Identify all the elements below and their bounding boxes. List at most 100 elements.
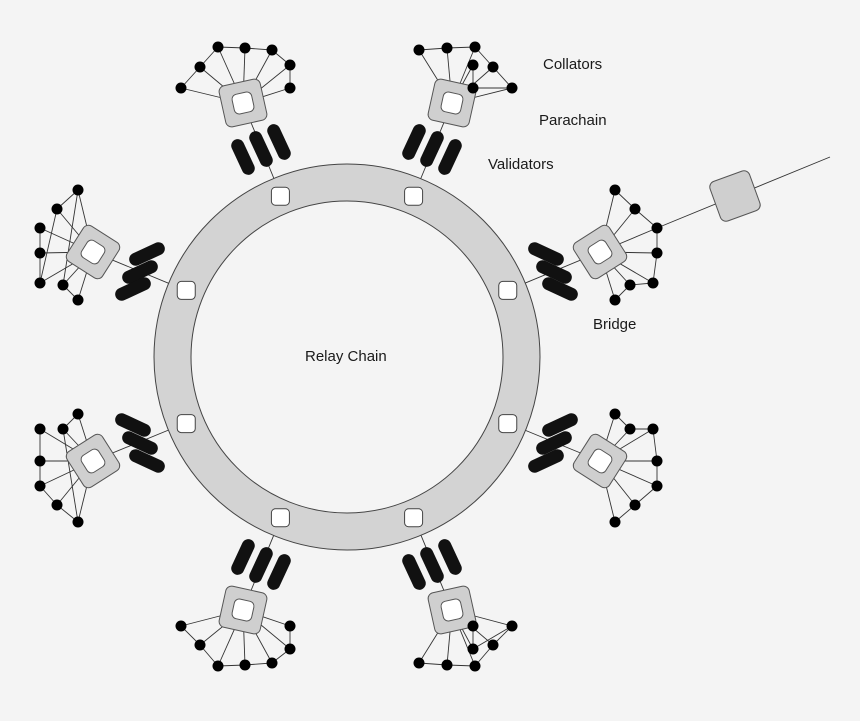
validator-pill <box>115 413 151 437</box>
validator-pill <box>231 539 255 575</box>
collator-node <box>34 455 46 467</box>
validator-node <box>542 277 578 301</box>
parachain-bottom-left <box>175 539 296 672</box>
validator-node <box>267 124 291 160</box>
parachain-block-inner <box>80 448 106 474</box>
validator-node <box>129 449 165 473</box>
collator-node <box>624 423 636 435</box>
collator-node <box>175 82 187 94</box>
validator-node <box>249 131 273 167</box>
parachain-block-inner <box>587 239 613 265</box>
validator-node <box>267 554 291 590</box>
validator-node <box>438 539 462 575</box>
validator-pill <box>249 131 273 167</box>
collator-node <box>467 82 479 94</box>
validator-node <box>231 139 255 175</box>
collator-node <box>266 44 278 56</box>
collator-node <box>284 59 296 71</box>
parachain-left-lower <box>34 408 165 528</box>
parachain-label: Parachain <box>539 112 607 129</box>
collator-node <box>609 408 621 420</box>
collator-node <box>284 620 296 632</box>
parachain-block <box>65 224 121 280</box>
relay-slot <box>498 280 518 300</box>
parachain-block-inner <box>231 91 255 115</box>
collator-node <box>72 516 84 528</box>
collator-node <box>469 41 481 53</box>
relay-slot <box>270 508 290 528</box>
validator-pill <box>420 131 444 167</box>
relay-chain-ring <box>153 163 541 551</box>
collator-node <box>506 620 518 632</box>
collator-node <box>441 42 453 54</box>
parachain-block-inner <box>587 448 613 474</box>
validator-pill <box>129 449 165 473</box>
validator-pill <box>115 277 151 301</box>
validator-pill <box>528 449 564 473</box>
collator-node <box>51 499 63 511</box>
collator-node <box>651 455 663 467</box>
validator-pill <box>267 124 291 160</box>
parachain-block <box>218 585 268 635</box>
collator-node <box>72 408 84 420</box>
validator-node <box>115 413 151 437</box>
validator-pill <box>122 431 158 455</box>
parachain-block <box>572 433 628 489</box>
validator-pill <box>542 413 578 437</box>
relay-slot <box>404 508 424 528</box>
parachain-groups <box>34 41 761 672</box>
collator-node <box>57 423 69 435</box>
collator-node <box>413 657 425 669</box>
collator-node <box>609 516 621 528</box>
validator-pill <box>129 242 165 266</box>
validator-pill <box>536 431 572 455</box>
parachain-right-lower <box>528 408 663 528</box>
validator-node <box>536 431 572 455</box>
collator-node <box>284 82 296 94</box>
relay-slot <box>270 186 290 206</box>
connection-line <box>62 189 79 286</box>
parachain-block-inner <box>80 239 106 265</box>
validator-node <box>536 260 572 284</box>
collator-node <box>647 423 659 435</box>
parachain-block-inner <box>231 598 255 622</box>
relay-slot <box>176 414 196 434</box>
bridged-chain-square <box>709 170 761 222</box>
collator-node <box>624 279 636 291</box>
collator-node <box>51 203 63 215</box>
validator-pill <box>402 554 426 590</box>
validator-pill <box>231 139 255 175</box>
validator-node <box>420 131 444 167</box>
collator-node <box>647 277 659 289</box>
validator-pill <box>528 242 564 266</box>
collator-node <box>34 277 46 289</box>
validator-node <box>402 124 426 160</box>
validator-node <box>438 139 462 175</box>
connection-line <box>39 208 58 284</box>
bridge-label: Bridge <box>593 316 637 333</box>
collator-node <box>239 659 251 671</box>
validator-node <box>115 277 151 301</box>
parachain-bottom-right <box>402 539 518 672</box>
collator-node <box>629 499 641 511</box>
validator-node <box>402 554 426 590</box>
validator-node <box>249 547 273 583</box>
collator-node <box>34 247 46 259</box>
collator-node <box>469 660 481 672</box>
collator-node <box>629 203 641 215</box>
validator-pill <box>267 554 291 590</box>
parachain-block <box>572 224 628 280</box>
collator-node <box>34 222 46 234</box>
collator-node <box>609 294 621 306</box>
collators-label: Collators <box>543 56 603 73</box>
relay-chain-label: Relay Chain <box>305 348 387 365</box>
validator-pill <box>438 539 462 575</box>
parachain-block <box>65 433 121 489</box>
collator-node <box>284 643 296 655</box>
connection-line <box>472 625 513 650</box>
relay-slot <box>176 280 196 300</box>
collator-node <box>467 620 479 632</box>
parachain-block <box>218 78 268 128</box>
parachain-top-right <box>402 41 518 175</box>
